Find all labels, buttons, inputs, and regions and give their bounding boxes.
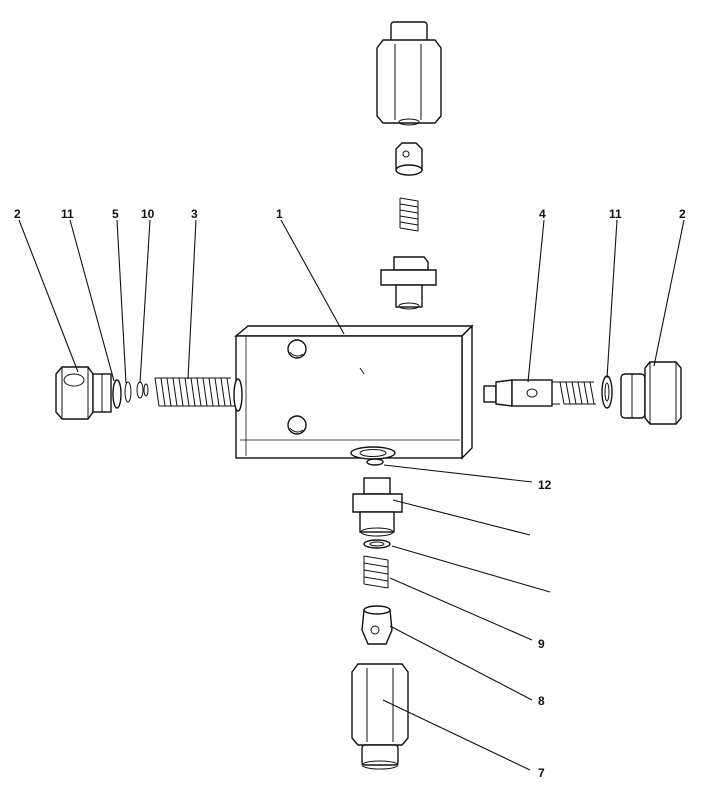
callout-2-left: 2 [14,207,21,221]
seal-12 [366,458,384,466]
bottom-cap-nut-7 [351,663,409,770]
top-spring [399,197,419,232]
washer-right-11 [601,375,613,409]
bottom-seat-fitting [352,477,403,537]
top-seat-fitting [380,256,437,310]
fitting-nut-left [55,366,112,420]
callout-2-right: 2 [679,207,686,221]
fitting-nut-right [620,361,682,425]
callout-12: 12 [538,478,552,492]
shim-5 [124,381,132,403]
callout-5: 5 [112,207,119,221]
callout-8: 8 [538,694,545,708]
callout-11-right: 11 [609,207,622,221]
valve-body [233,324,474,460]
callout-labels: 2 11 5 10 3 1 4 11 2 12 9 8 7 [14,207,686,780]
leader-lines [18,219,685,771]
callout-1: 1 [276,207,283,221]
shim-10 [136,381,149,399]
callout-9: 9 [538,637,545,651]
poppet-bottom-8 [361,605,393,645]
shim-bottom [363,539,391,549]
washer-left-11 [112,379,122,409]
top-poppet [395,142,423,176]
spring-left [154,377,235,407]
top-cap-nut [376,21,442,126]
callout-3: 3 [191,207,198,221]
callout-11-left: 11 [61,207,74,221]
callout-4: 4 [539,207,546,221]
callout-7: 7 [538,766,545,780]
poppet-right [483,379,596,407]
spring-bottom-9 [363,555,389,589]
callout-10: 10 [141,207,155,221]
